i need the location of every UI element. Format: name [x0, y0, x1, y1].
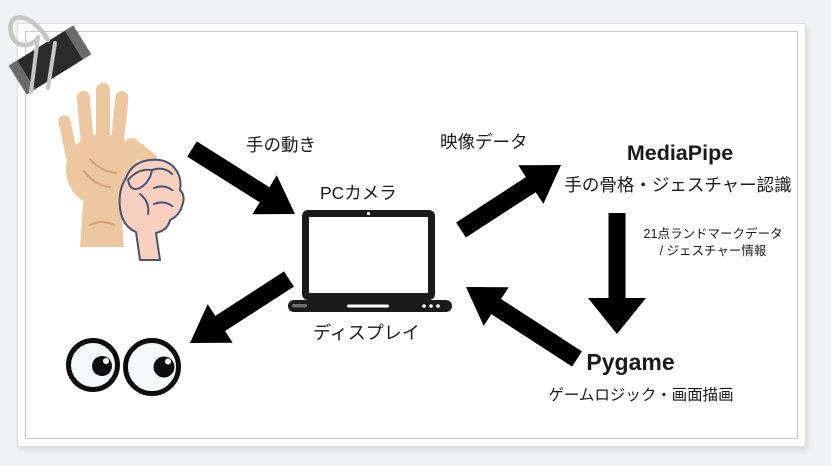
landmark-note-line2: / ジェスチャー情報	[659, 244, 767, 259]
video-data-label: 映像データ	[440, 132, 528, 152]
landmark-note-line1: 21点ランドマークデータ	[643, 227, 783, 241]
pygame-subtitle: ゲームロジック・画面描画	[548, 387, 734, 404]
mediapipe-subtitle: 手の骨格・ジェスチャー認識	[564, 175, 792, 195]
mediapipe-title: MediaPipe	[626, 141, 734, 165]
hand-motion-label: 手の動き	[246, 135, 316, 155]
pc-camera-label: PCカメラ	[320, 183, 397, 203]
landmark-note: 21点ランドマークデータ / ジェスチャー情報	[638, 226, 788, 261]
display-label: ディスプレイ	[313, 323, 420, 343]
pygame-title: Pygame	[586, 349, 675, 375]
